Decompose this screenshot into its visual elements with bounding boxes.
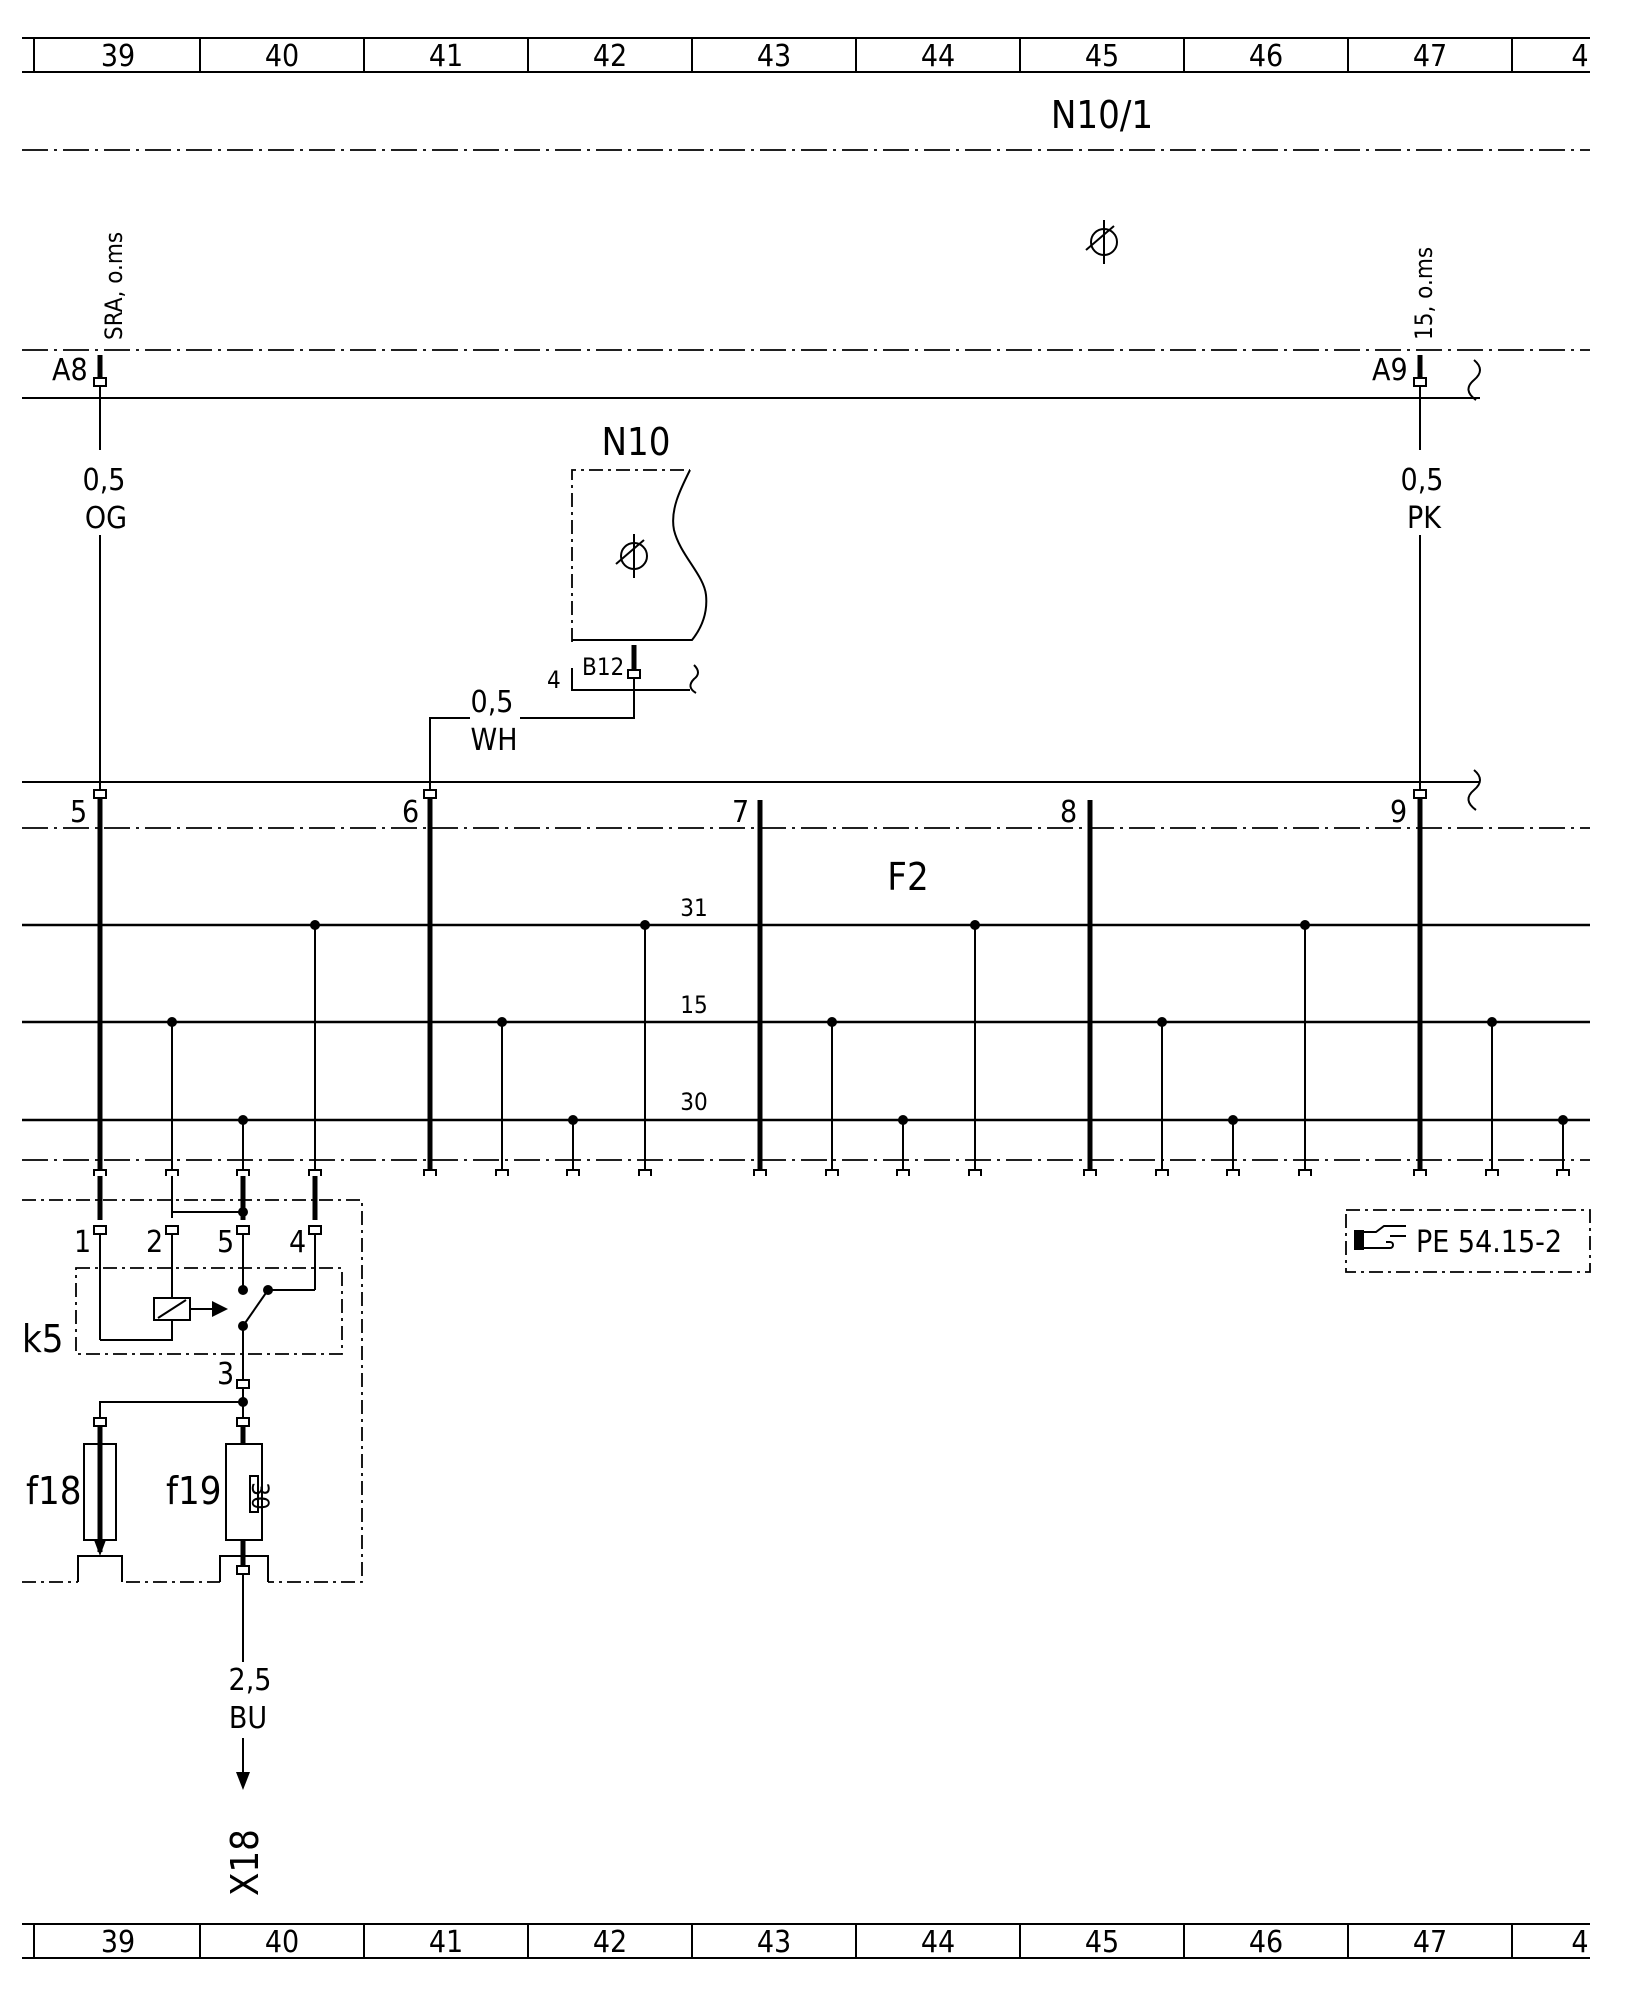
bottom-grid-col-48-partial: 4 [1571, 1925, 1588, 1960]
fuse-feed [93, 1388, 250, 1444]
bottom-grid-col-39: 39 [101, 1925, 135, 1960]
f2-pin-5-label: 5 [70, 795, 87, 830]
wire-b12 [520, 678, 635, 719]
signal-label-a8: SRA, o.ms [100, 232, 128, 340]
wire-b12-size: 0,5 [471, 685, 514, 720]
rail-30-label: 30 [680, 1088, 707, 1116]
connector-a8-label: A8 [52, 353, 88, 388]
grid-col-41: 41 [429, 39, 463, 74]
wire-a8-color: OG [85, 501, 127, 536]
connector-b12-pin: 4 [547, 666, 561, 694]
f2-pin-6-label: 6 [402, 795, 419, 830]
module-label-n10-1: N10/1 [1051, 93, 1153, 137]
k5-pin-1-label: 1 [74, 1225, 91, 1260]
grid-col-39: 39 [101, 39, 135, 74]
connector-b12-strip [571, 668, 690, 691]
k5-relay-box [75, 1267, 343, 1355]
grid-col-46: 46 [1249, 39, 1283, 74]
module-label-x18: X18 [223, 1829, 267, 1896]
k5-pin-connectors [93, 1225, 322, 1235]
fuse-f19-terminal [219, 1540, 269, 1582]
module-label-f2: F2 [887, 855, 928, 899]
fuse-f18 [77, 1443, 123, 1582]
grid-col-42: 42 [593, 39, 627, 74]
electronic-component-icon [1085, 220, 1118, 264]
f2-pin-9 [1413, 789, 1427, 825]
f2-pin-9-label: 9 [1390, 795, 1407, 830]
f2-pin-6 [423, 789, 437, 825]
k5-pin-3-connector [236, 1379, 250, 1389]
k5-pin-3-label: 3 [217, 1357, 234, 1392]
wire-a9-color: PK [1407, 501, 1442, 536]
f2-terminal-row [93, 1169, 1570, 1176]
grid-col-40: 40 [265, 39, 299, 74]
k5-pin-2-label: 2 [146, 1225, 163, 1260]
bottom-grid-col-44: 44 [921, 1925, 955, 1960]
k5-pin-4-label: 4 [289, 1225, 306, 1260]
fuse-f19-rating: 30 [246, 1482, 274, 1509]
connector-b12 [627, 645, 641, 679]
signal-label-a9: 15, o.ms [1410, 247, 1438, 340]
f2-pin-5 [93, 789, 107, 825]
strip-break-mark-f2 [1467, 769, 1481, 811]
wire-x18-color: BU [229, 1701, 267, 1736]
bottom-grid-col-43: 43 [757, 1925, 791, 1960]
wire-a8-size: 0,5 [83, 463, 126, 498]
bottom-grid-col-42: 42 [593, 1925, 627, 1960]
connector-a9 [1413, 355, 1427, 387]
bottom-grid-col-41: 41 [429, 1925, 463, 1960]
bottom-grid-col-40: 40 [265, 1925, 299, 1960]
bottom-grid-col-45: 45 [1085, 1925, 1119, 1960]
connector-a8 [93, 355, 107, 387]
strip-break-mark-b12 [689, 664, 699, 694]
grid-col-48-partial: 4 [1571, 39, 1588, 74]
module-label-f18: f18 [26, 1469, 82, 1513]
pointing-hand-icon [1354, 1225, 1406, 1250]
connector-b12-label: B12 [582, 653, 624, 681]
k5-feeds [97, 1176, 318, 1220]
bottom-grid-col-47: 47 [1413, 1925, 1447, 1960]
module-n10-outline [571, 469, 708, 642]
wire-b12-left [429, 717, 470, 790]
grid-col-47: 47 [1413, 39, 1447, 74]
rail-15-label: 15 [680, 991, 707, 1019]
strip-break-mark [1467, 359, 1481, 401]
rail-drops [167, 920, 1568, 1170]
f2-pin-8-label: 8 [1060, 795, 1077, 830]
top-grid-ruler: 39 40 41 42 43 44 45 46 47 4 [22, 37, 1590, 74]
rail-31-label: 31 [680, 894, 707, 922]
reference-label: PE 54.15-2 [1416, 1225, 1562, 1260]
grid-col-45: 45 [1085, 39, 1119, 74]
k5-relay-internals [99, 1234, 316, 1380]
bottom-grid-col-46: 46 [1249, 1925, 1283, 1960]
lower-module-boundary [22, 1199, 363, 1583]
bottom-grid-ruler: 39 40 41 42 43 44 45 46 47 4 [22, 1923, 1590, 1960]
reference-box: PE 54.15-2 [1345, 1209, 1591, 1273]
module-label-n10: N10 [601, 420, 670, 464]
f2-pin-feeds [97, 825, 1423, 1170]
wire-a9-size: 0,5 [1401, 463, 1444, 498]
k5-pin-5-label: 5 [217, 1225, 234, 1260]
module-label-k5: k5 [22, 1317, 64, 1361]
connector-a9-label: A9 [1372, 353, 1408, 388]
electronic-component-icon-n10 [615, 534, 648, 578]
module-label-f19: f19 [166, 1469, 222, 1513]
grid-col-44: 44 [921, 39, 955, 74]
arrow-down-icon [236, 1772, 250, 1790]
wire-x18-size: 2,5 [229, 1663, 272, 1698]
grid-col-43: 43 [757, 39, 791, 74]
f2-pin-7-label: 7 [732, 795, 749, 830]
wire-b12-color: WH [471, 723, 518, 758]
